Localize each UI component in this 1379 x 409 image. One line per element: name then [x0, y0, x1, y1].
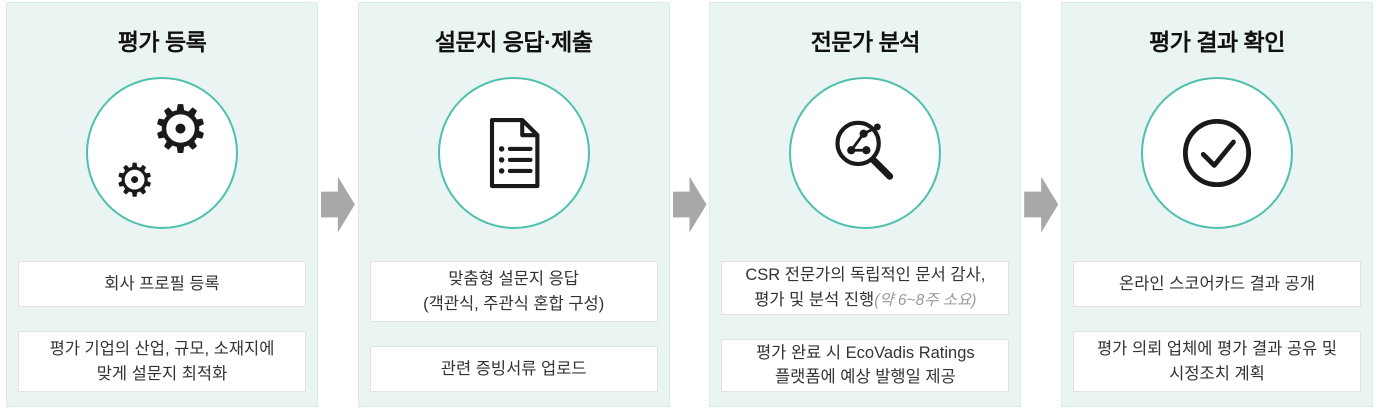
arrow-right-icon	[672, 176, 707, 233]
arrow-right-icon	[1024, 176, 1059, 233]
gear-small-icon: ⚙	[114, 153, 156, 207]
info-box: 관련 증빙서류 업로드	[369, 346, 658, 392]
step-icon-circle: ⚙ ⚙	[86, 77, 238, 229]
step-panel-survey: 설문지 응답·제출 맞춤형 설문지 응답 (객	[357, 2, 670, 407]
info-box-text: 평가 완료 시 EcoVadis Ratings 플랫폼에 예상 발행일 제공	[756, 343, 975, 387]
document-icon	[489, 117, 540, 189]
info-box-text: 회사 프로필 등록	[104, 274, 220, 293]
step-connector	[670, 2, 710, 407]
info-box: 평가 완료 시 EcoVadis Ratings 플랫폼에 예상 발행일 제공	[721, 338, 1010, 392]
info-box: 평가 기업의 산업, 규모, 소재지에 맞게 설문지 최적화	[18, 331, 306, 392]
gear-big-icon: ⚙	[150, 91, 210, 168]
step-connector	[1021, 2, 1061, 407]
step-title: 평가 결과 확인	[1149, 29, 1285, 55]
info-box: 온라인 스코어카드 결과 공개	[1073, 261, 1362, 307]
step-icon-circle	[789, 77, 942, 229]
step-icon-circle	[437, 77, 590, 229]
step-panel-results: 평가 결과 확인 온라인 스코어카드 결과 공개 평가 의뢰 업체에 평가 결과…	[1061, 2, 1374, 407]
info-box-text: 평가 의뢰 업체에 평가 결과 공유 및 시정조치 계획	[1097, 339, 1338, 383]
step-panel-registration: 평가 등록 ⚙ ⚙ 회사 프로필 등록 평가 기업의 산업, 규모, 소재지에 …	[6, 2, 318, 407]
info-box-text: 온라인 스코어카드 결과 공개	[1119, 274, 1315, 293]
info-box: CSR 전문가의 독립적인 문서 감사, 평가 및 분석 진행(약 6~8주 소…	[721, 261, 1010, 315]
info-box-text: 관련 증빙서류 업로드	[440, 359, 587, 378]
info-box: 회사 프로필 등록	[18, 261, 306, 307]
step-title: 전문가 분석	[810, 29, 921, 55]
info-box: 평가 의뢰 업체에 평가 결과 공유 및 시정조치 계획	[1073, 331, 1362, 392]
step-title: 평가 등록	[117, 29, 207, 55]
info-box-text: 평가 기업의 산업, 규모, 소재지에 맞게 설문지 최적화	[49, 339, 275, 383]
magnifier-network-icon	[835, 120, 894, 180]
check-circle-icon	[1182, 118, 1252, 188]
info-box: 맞춤형 설문지 응답 (객관식, 주관식 혼합 구성)	[369, 261, 658, 322]
step-icon-circle	[1141, 77, 1294, 229]
step-panel-analysis: 전문가 분석 CSR 전문가의 독립적인 문서 감사, 평가	[709, 2, 1022, 407]
gears-icon: ⚙ ⚙	[114, 97, 210, 204]
info-box-text: 맞춤형 설문지 응답 (객관식, 주관식 혼합 구성)	[423, 269, 605, 313]
arrow-right-icon	[320, 176, 355, 233]
info-box-text: CSR 전문가의 독립적인 문서 감사, 평가 및 분석 진행(약 6~8주 소…	[745, 266, 986, 309]
duration-note: (약 6~8주 소요)	[874, 291, 977, 309]
step-title: 설문지 응답·제출	[434, 29, 593, 55]
step-connector	[318, 2, 358, 407]
